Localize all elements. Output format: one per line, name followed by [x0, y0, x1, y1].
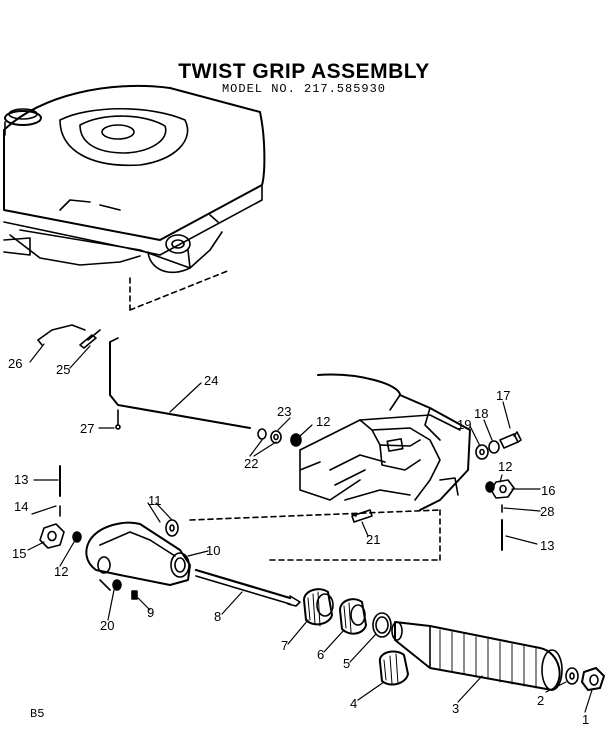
model-number: MODEL NO. 217.585930 — [221, 82, 387, 96]
engine-housing — [3, 84, 266, 311]
callout-2: 2 — [537, 693, 544, 708]
callout-12-left: 12 — [54, 564, 68, 579]
callout-28: 28 — [540, 504, 554, 519]
callout-12-right: 12 — [498, 459, 512, 474]
control-rod — [194, 568, 301, 607]
callout-23: 23 — [277, 404, 291, 419]
callout-5: 5 — [343, 656, 350, 671]
control-bracket — [189, 373, 471, 561]
callout-13-left: 13 — [14, 472, 28, 487]
callout-13-right: 13 — [540, 538, 554, 553]
callout-21: 21 — [366, 532, 380, 547]
callout-16: 16 — [541, 483, 555, 498]
callout-19: 19 — [457, 417, 471, 432]
callout-17: 17 — [496, 388, 510, 403]
callout-12-rod: 12 — [316, 414, 330, 429]
left-hardware — [39, 465, 82, 549]
leader-lines — [27, 343, 593, 713]
callout-14: 14 — [14, 499, 28, 514]
callout-6: 6 — [317, 647, 324, 662]
callout-1: 1 — [582, 712, 589, 727]
bracket-hardware — [475, 431, 522, 551]
callout-20: 20 — [100, 618, 114, 633]
callout-9: 9 — [147, 605, 154, 620]
callout-26: 26 — [8, 356, 22, 371]
twist-grip-housing — [85, 519, 191, 600]
callout-25: 25 — [56, 362, 70, 377]
callout-11: 11 — [148, 493, 162, 508]
callout-4: 4 — [350, 696, 357, 711]
gear-set — [303, 588, 409, 686]
end-hardware — [565, 667, 605, 691]
diagram-title: TWIST GRIP ASSEMBLY — [178, 60, 430, 83]
callout-24: 24 — [204, 373, 218, 388]
callout-labels: 1 2 3 4 5 6 7 8 9 10 11 12 12 12 13 13 1… — [8, 356, 589, 727]
page-code: B5 — [30, 707, 45, 721]
throttle-linkage — [37, 324, 251, 430]
callout-10: 10 — [206, 543, 220, 558]
callout-15: 15 — [12, 546, 26, 561]
callout-22: 22 — [244, 456, 258, 471]
rod-end-hardware — [257, 428, 302, 447]
callout-8: 8 — [214, 609, 221, 624]
callout-3: 3 — [452, 701, 459, 716]
callout-18: 18 — [474, 406, 488, 421]
callout-7: 7 — [281, 638, 288, 653]
grip-tube — [391, 621, 563, 691]
callout-27: 27 — [80, 421, 94, 436]
